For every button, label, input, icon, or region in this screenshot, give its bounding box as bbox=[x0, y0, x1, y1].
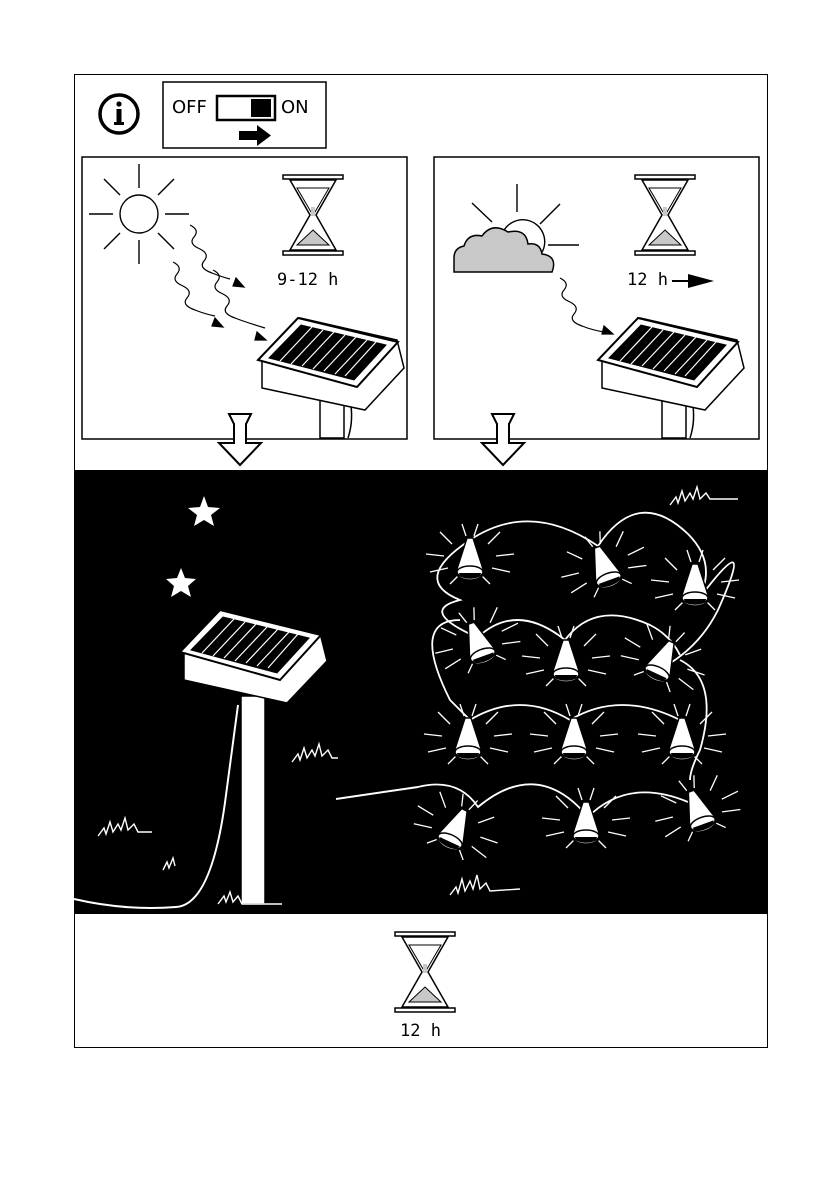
night-duration-label: 12 h bbox=[400, 1021, 441, 1041]
sunny-duration-label: 9-12 h bbox=[277, 270, 338, 290]
switch-on-label: ON bbox=[281, 97, 309, 118]
switch-off-label: OFF bbox=[172, 97, 207, 118]
cloudy-duration-label: 12 h bbox=[627, 270, 668, 290]
hourglass-icon bbox=[395, 932, 455, 1012]
